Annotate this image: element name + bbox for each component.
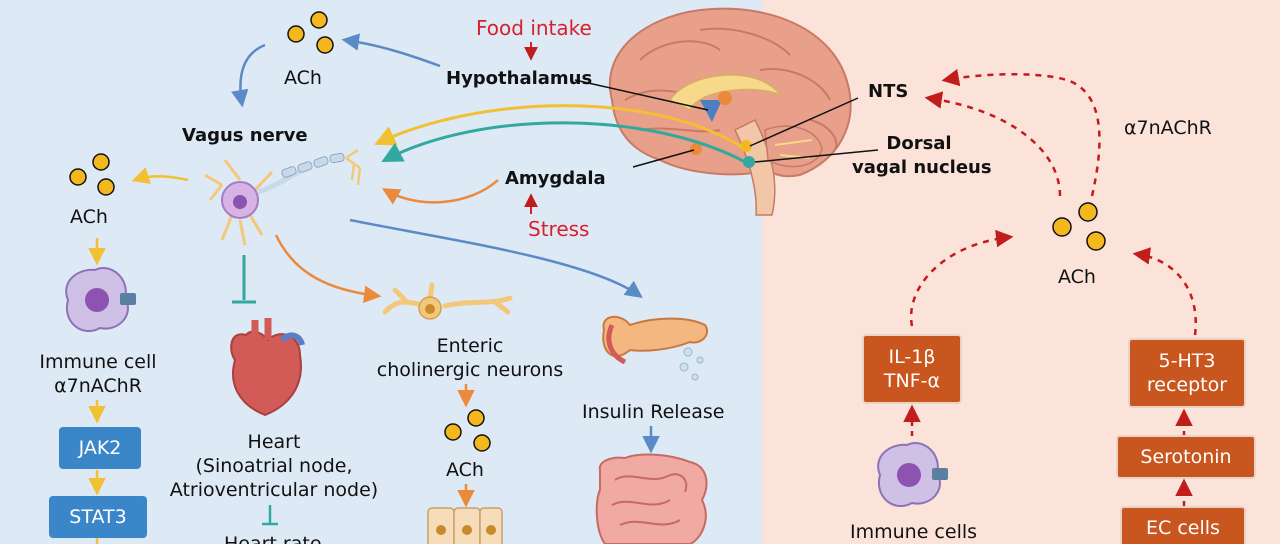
epithelium-icon xyxy=(427,507,503,544)
stat3-box: STAT3 xyxy=(49,496,147,538)
amygdala-pointer xyxy=(632,149,695,168)
serotonin-receptor-to-ach-arrow xyxy=(1132,247,1197,336)
receptor-text: receptor xyxy=(1146,374,1228,396)
cytokines-to-ach-arrow xyxy=(909,229,1014,327)
ach-right-label: ACh xyxy=(1058,266,1096,288)
enteric-line2: cholinergic neurons xyxy=(376,359,564,381)
tnfa-text: TNF-α xyxy=(883,370,941,392)
ach-to-nts-arrow xyxy=(924,91,1062,197)
immune-cell-label: Immune cell α7nAChR xyxy=(30,350,166,398)
ach-to-vagus-arrow xyxy=(231,43,266,108)
ach-dots-top xyxy=(287,11,334,54)
dorsal-vagal-to-vagus-arrow xyxy=(381,121,748,165)
il1b-text: IL-1β xyxy=(888,346,936,368)
ach-top-label: ACh xyxy=(284,67,322,89)
enteric-neurons-label: Enteric cholinergic neurons xyxy=(370,334,570,382)
a7nachr-to-nts-arrow xyxy=(941,68,1101,197)
ach-dots-enteric xyxy=(444,409,491,452)
ec-cells-box: EC cells xyxy=(1120,506,1246,544)
amygdala-to-vagus-arrow xyxy=(381,179,499,205)
cytokines-box: IL-1β TNF-α xyxy=(862,334,962,404)
serotonin-box: Serotonin xyxy=(1116,435,1256,479)
pancreas-icon xyxy=(602,315,709,381)
heart-line1: Heart xyxy=(247,431,301,453)
insulin-release-label: Insulin Release xyxy=(582,401,725,423)
jak2-box: JAK2 xyxy=(59,427,141,469)
enteric-line1: Enteric xyxy=(436,335,504,357)
brain-illustration xyxy=(609,7,852,216)
ach-left-label: ACh xyxy=(70,206,108,228)
amygdala-label: Amygdala xyxy=(505,168,606,189)
nts-to-vagus-arrow xyxy=(374,104,743,149)
heart-line3: Atrioventricular node) xyxy=(169,479,379,501)
ach-enteric-label: ACh xyxy=(446,459,484,481)
enteric-neuron-icon xyxy=(382,282,513,320)
heart-rate-label: Heart rate xyxy=(224,533,322,544)
dorsal-vagal-line1: Dorsal xyxy=(886,133,952,154)
hypothalamus-pointer xyxy=(574,79,709,111)
dorsal-vagal-line2: vagal nucleus xyxy=(852,157,992,178)
a7nachr-label: α7nAChR xyxy=(1124,117,1212,139)
immune-cell-receptor-line: α7nAChR xyxy=(54,375,142,397)
immune-cells-label: Immune cells xyxy=(850,521,978,543)
vagus-to-pancreas-arrow xyxy=(349,218,643,299)
nts-pointer xyxy=(749,97,859,147)
5ht3-receptor-box: 5-HT3 receptor xyxy=(1128,338,1246,408)
heart-line2: (Sinoatrial node, xyxy=(195,455,353,477)
vagus-nerve-label: Vagus nerve xyxy=(182,125,308,146)
immune-cell-line1: Immune cell xyxy=(39,351,157,373)
nts-label: NTS xyxy=(868,81,909,102)
right-immune-cell-icon xyxy=(877,442,948,508)
5ht3-text: 5-HT3 xyxy=(1158,350,1216,372)
ach-dots-right xyxy=(1052,202,1106,251)
vagus-to-enteric-arrow xyxy=(274,234,382,303)
heart-label: Heart (Sinoatrial node, Atrioventricular… xyxy=(168,430,380,502)
dorsal-vagal-pointer xyxy=(754,149,879,163)
hypothalamus-label: Hypothalamus xyxy=(446,68,593,89)
immune-cell-icon xyxy=(65,267,136,333)
hypothalamus-to-ach-arrow xyxy=(341,33,441,68)
dorsal-vagal-nucleus-label: Dorsal vagal nucleus xyxy=(852,132,992,180)
intestine-icon xyxy=(595,453,708,544)
ach-dots-left xyxy=(69,153,115,196)
heart-icon xyxy=(230,318,305,417)
vagus-neuron xyxy=(204,148,362,246)
food-intake-label: Food intake xyxy=(476,16,592,40)
vagus-to-ach-left-arrow xyxy=(131,167,189,184)
stress-label: Stress xyxy=(528,217,590,241)
